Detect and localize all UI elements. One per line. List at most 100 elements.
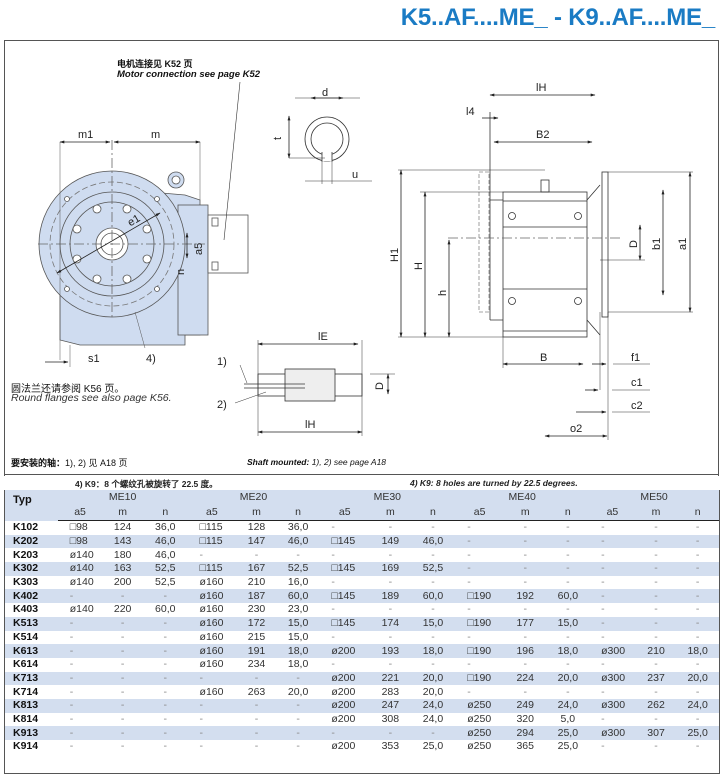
cell-me30-n: - — [431, 548, 435, 561]
cell-me40-n: - — [566, 562, 570, 575]
cell-me50-a5: - — [601, 685, 605, 698]
header-me10-m: m — [102, 504, 143, 521]
cell-me10-m: 200 — [113, 576, 132, 589]
cell-me50-m: - — [654, 740, 658, 753]
cell-me30-m: 247 — [381, 699, 400, 712]
cell-me20-a5: ø160 — [199, 685, 224, 698]
cell-me50-a5: - — [601, 658, 605, 671]
cell-me10-n: - — [163, 726, 167, 739]
cell-me30-m: - — [388, 576, 393, 589]
cell-me50-n: - — [695, 685, 700, 698]
cell-me20-n: - — [296, 740, 300, 753]
cell-me50-n: - — [695, 562, 700, 575]
cell-me40-m: 365 — [516, 740, 534, 753]
cell-me10-m: - — [120, 617, 125, 630]
cell-typ: K514 — [13, 630, 39, 643]
cell-me30-m: 193 — [381, 644, 400, 657]
cell-me20-n: 15,0 — [287, 630, 309, 643]
cell-me40-n: - — [566, 535, 570, 548]
cell-me50-m: - — [654, 589, 658, 602]
dim-t: t — [272, 137, 284, 140]
ref-4: 4) — [146, 353, 156, 365]
cell-me10-a5: - — [69, 644, 74, 657]
page-title: K5..AF....ME_ - K9..AF....ME_ — [400, 4, 715, 31]
cell-me30-a5: ø200 — [331, 685, 356, 698]
cell-me10-n: - — [163, 617, 167, 630]
cell-me30-n: 24,0 — [422, 699, 444, 712]
cell-typ: K102 — [13, 521, 39, 534]
cell-me20-a5: - — [199, 712, 204, 725]
cell-me40-a5: - — [467, 576, 471, 589]
cell-me50-n: - — [695, 658, 700, 671]
dim-lE: lE — [318, 331, 328, 343]
header-group-me30: ME30 — [373, 491, 402, 503]
header-me50-n: n — [676, 504, 719, 521]
cell-me50-m: - — [654, 617, 658, 630]
dim-H1: H1 — [389, 248, 401, 262]
cell-me10-n: - — [163, 712, 167, 725]
cell-me40-n: 60,0 — [557, 589, 579, 602]
cell-me30-m: 169 — [381, 562, 400, 575]
cell-me20-a5: □115 — [199, 535, 223, 548]
cell-me40-n: - — [566, 685, 570, 698]
cell-me40-n: - — [566, 603, 570, 616]
cell-me30-a5: ø200 — [331, 644, 356, 657]
shaft-mounted-text-cn: 1), 2) 见 A18 页 — [65, 458, 128, 468]
cell-me10-a5: - — [69, 671, 74, 684]
cell-me50-n: 20,0 — [687, 671, 708, 684]
cell-me40-m: - — [523, 576, 527, 589]
cell-me10-m: 163 — [113, 562, 132, 575]
cell-me30-a5: □145 — [331, 617, 356, 630]
cell-me50-a5: - — [601, 562, 605, 575]
cell-me30-n: 20,0 — [422, 671, 444, 684]
dim-h: h — [437, 290, 449, 296]
cell-me20-a5: ø160 — [199, 630, 224, 643]
cell-me40-a5: - — [467, 658, 471, 671]
cell-me50-a5: - — [601, 576, 605, 589]
cell-me50-a5: - — [601, 630, 605, 643]
dim-n: n — [175, 269, 187, 275]
cell-me50-n: 25,0 — [687, 726, 708, 739]
cell-me30-n: - — [431, 576, 435, 589]
motor-connection-note-en: Motor connection see page K52 — [117, 69, 261, 80]
cell-me30-m: - — [388, 521, 393, 534]
cell-me20-m: - — [254, 726, 259, 739]
cell-me50-m: 237 — [647, 671, 665, 684]
cell-me30-n: 25,0 — [422, 740, 444, 753]
header-me50-a5: a5 — [589, 504, 636, 521]
cell-me20-a5: - — [199, 699, 204, 712]
cell-me20-a5: ø160 — [199, 589, 224, 602]
dim-m1: m1 — [78, 129, 93, 141]
cell-me40-n: - — [566, 630, 570, 643]
cell-me40-m: 196 — [516, 644, 534, 657]
cell-me30-a5: ø200 — [331, 740, 356, 753]
cell-me10-a5: ø140 — [69, 562, 94, 575]
cell-me20-a5: ø160 — [199, 644, 224, 657]
shaft-end-view — [287, 96, 372, 184]
cell-me50-a5: ø300 — [601, 699, 626, 712]
dim-lH-section: lH — [305, 419, 315, 431]
cell-me20-n: - — [296, 712, 300, 725]
dim-B: B — [540, 352, 547, 364]
cell-me30-n: - — [431, 603, 435, 616]
cell-me20-n: 36,0 — [287, 521, 309, 534]
cell-me50-n: 24,0 — [687, 699, 708, 712]
cell-typ: K513 — [13, 617, 39, 630]
cell-me40-a5: - — [467, 685, 471, 698]
cell-me50-a5: ø300 — [601, 671, 626, 684]
cell-me30-m: 189 — [381, 589, 400, 602]
footnote-4-en: 4) K9: 8 holes are turned by 22.5 degree… — [410, 478, 578, 488]
cell-me10-n: - — [163, 740, 167, 753]
cell-me30-a5: - — [331, 658, 335, 671]
cell-me40-a5: □190 — [467, 671, 492, 684]
cell-me20-a5: ø160 — [199, 603, 224, 616]
